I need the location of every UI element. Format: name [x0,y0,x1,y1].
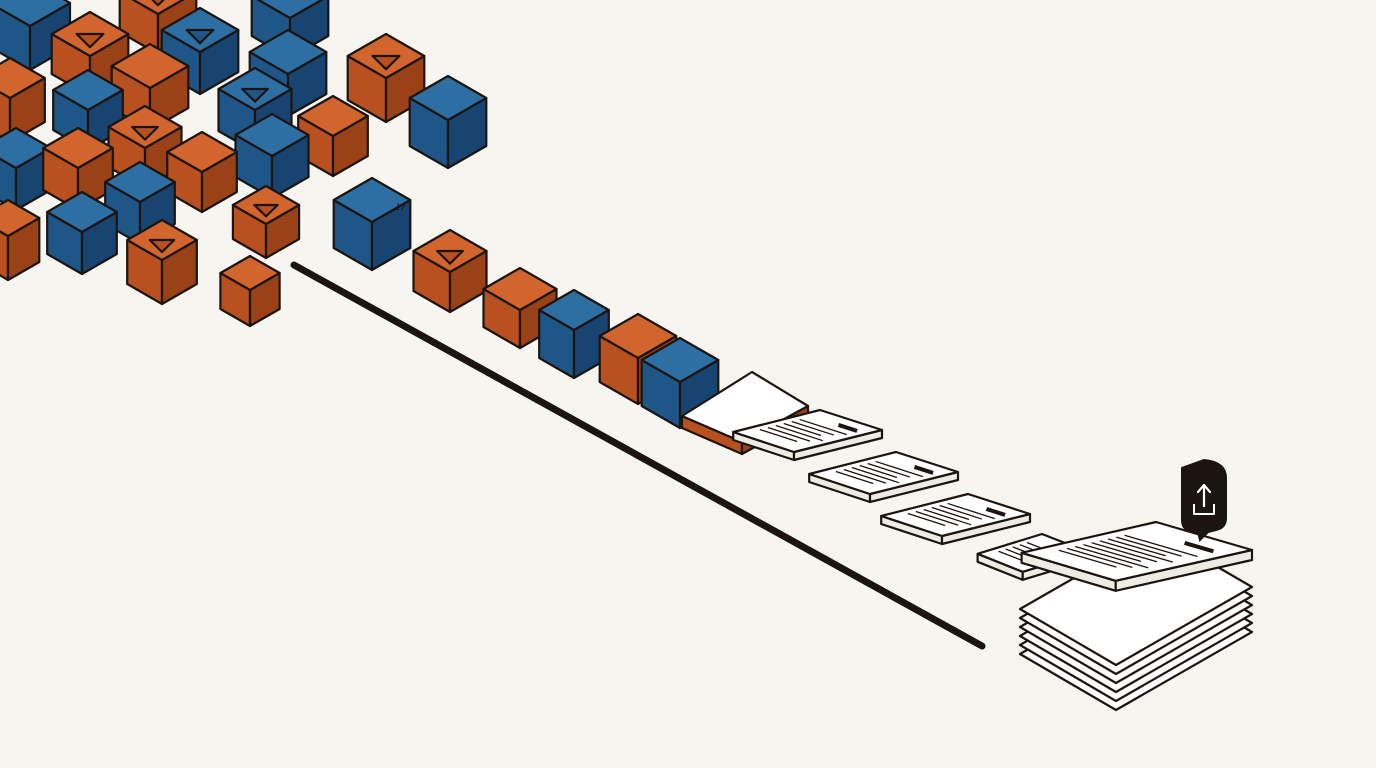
document-sheet [808,450,960,504]
document-stack [1018,520,1254,712]
raw-block [46,190,118,276]
block-queue [332,176,720,430]
raw-block [231,184,301,260]
raw-blocks-pile [0,0,488,328]
queued-block [412,228,488,314]
raw-block [166,130,238,214]
raw-block [408,74,488,170]
document-sheet [880,492,1032,546]
raw-block [52,68,124,152]
document-sheet [732,408,884,462]
block-number-label: 17 [395,203,406,213]
upload-icon [1181,458,1227,542]
queued-block [538,288,610,380]
stack-top-sheet [1020,520,1254,592]
raw-block [219,254,281,328]
queued-block [482,266,558,350]
raw-block [42,126,114,212]
raw-block [126,218,198,306]
raw-block [0,56,46,144]
raw-block [0,126,52,212]
raw-block [0,198,41,282]
conveyor-line [290,261,986,650]
queued-block [332,176,412,272]
raw-block [297,94,369,178]
